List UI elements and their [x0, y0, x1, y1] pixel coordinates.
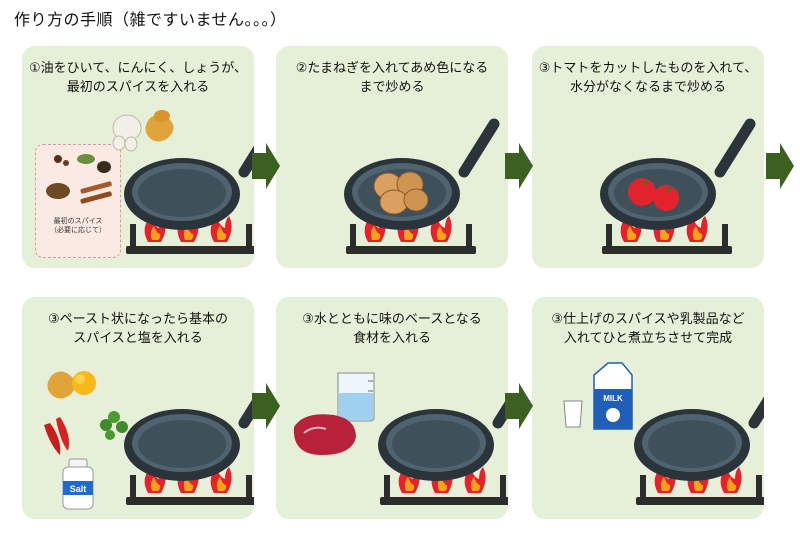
- tomato-icon: [628, 178, 679, 211]
- frying-pan-icon: [600, 124, 750, 230]
- svg-text:Salt: Salt: [70, 484, 87, 494]
- step-card-4: ③ペースト状になったら基本の スパイスと塩を入れる Salt: [22, 297, 254, 519]
- step-text: ③トマトをカットしたものを入れて、 水分がなくなるまで炒める: [538, 61, 758, 95]
- herb-icon: [100, 411, 128, 440]
- step-text: ③ペースト状になったら基本の スパイスと塩を入れる: [47, 312, 228, 346]
- garlic-icon: [112, 114, 142, 152]
- arrow-right-icon: [505, 143, 533, 189]
- step-text: ③仕上げのスパイスや乳製品など 入れてひと煮立ちさせて完成: [551, 312, 745, 346]
- frying-pan-icon: [124, 124, 254, 230]
- arrow-right-icon: [505, 383, 533, 429]
- frying-pan-icon: [124, 375, 254, 481]
- arrow-right-icon: [252, 383, 280, 429]
- ginger-icon: [145, 110, 174, 142]
- spice-box: 最初のスパイス （必要に応じて）: [35, 144, 121, 258]
- page-title: 作り方の手順（雑ですいません。。。）: [14, 10, 287, 29]
- step-text: ①油をひいて、にんにく、しょうが、 最初のスパイスを入れる: [28, 61, 248, 95]
- frying-pan-icon: [378, 375, 508, 481]
- milk-carton-icon: MILK: [593, 362, 633, 430]
- spice-note: 最初のスパイス （必要に応じて）: [50, 217, 106, 234]
- step-card-2: ②たまねぎを入れてあめ色になる まで炒める: [276, 46, 508, 268]
- step-text: ③水とともに味のベースとなる 食材を入れる: [302, 312, 482, 346]
- step-card-5: ③水とともに味のベースとなる 食材を入れる: [276, 297, 508, 519]
- step-card-3: ③トマトをカットしたものを入れて、 水分がなくなるまで炒める: [532, 46, 764, 268]
- spice-icon: [46, 154, 112, 204]
- onion-icon: [373, 171, 429, 215]
- step-card-6: ③仕上げのスパイスや乳製品など 入れてひと煮立ちさせて完成 MILK: [532, 297, 764, 519]
- chili-icon: [44, 417, 69, 455]
- salt-bottle-icon: Salt: [62, 458, 94, 510]
- frying-pan-icon: [634, 375, 764, 481]
- meat-icon: [293, 414, 356, 455]
- ginger-icon: [47, 371, 96, 399]
- measuring-cup-icon: [337, 372, 375, 422]
- glass-icon: [563, 400, 583, 428]
- arrow-right-icon: [766, 143, 794, 189]
- step-text: ②たまねぎを入れてあめ色になる まで炒める: [295, 61, 489, 95]
- step-card-1: ①油をひいて、にんにく、しょうが、 最初のスパイスを入れる 最初のスパイス （必…: [22, 46, 254, 268]
- arrow-right-icon: [252, 143, 280, 189]
- svg-text:MILK: MILK: [603, 394, 623, 403]
